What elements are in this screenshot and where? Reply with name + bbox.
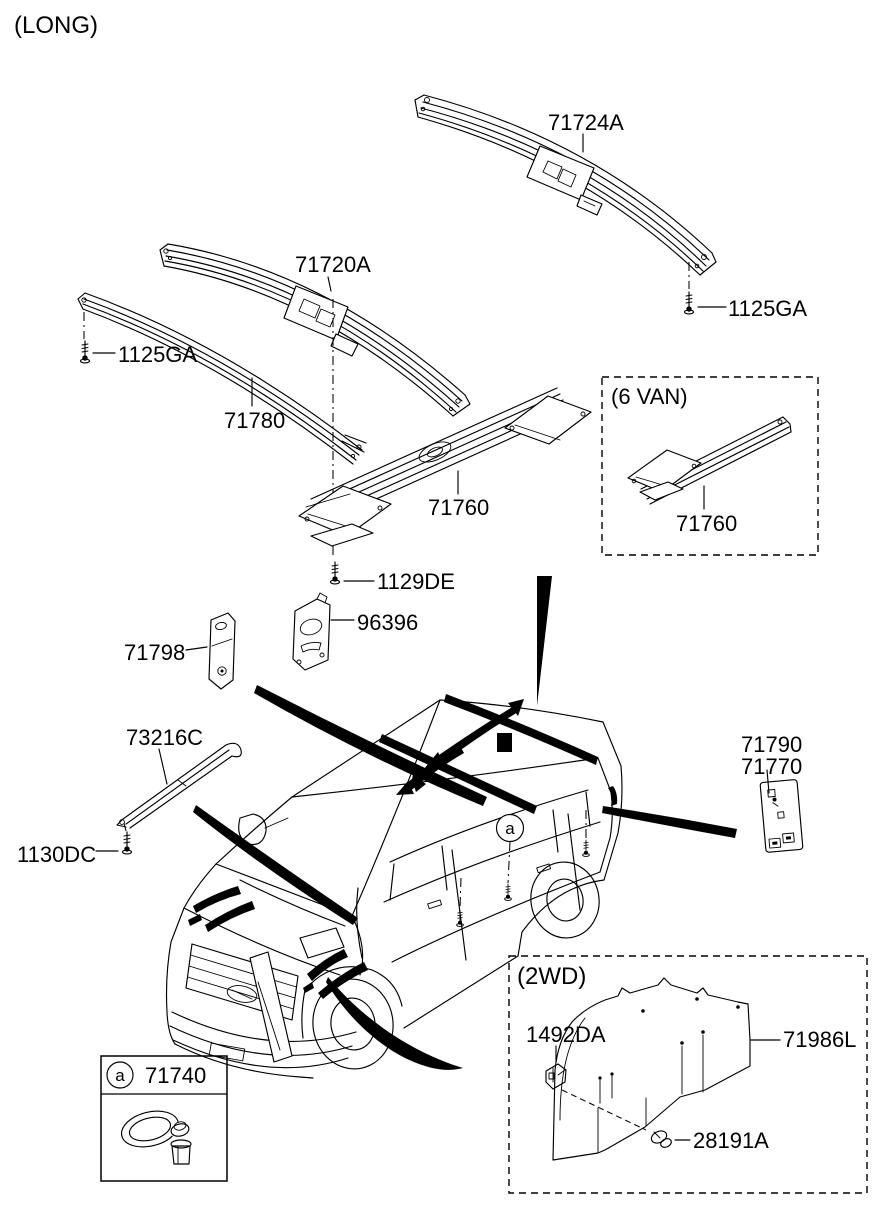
six-van-inset-title: (6 VAN) (611, 384, 688, 409)
variant-label: (LONG) (14, 12, 98, 39)
part-label-1125GA-right: 1125GA (728, 296, 807, 321)
two-wd-inset (508, 955, 868, 1194)
bolt-1130dc-glyph (121, 831, 133, 855)
plug-28191A-drawing (650, 1130, 672, 1148)
part-label-96396: 96396 (357, 610, 418, 635)
dash-line-1130DC (123, 822, 127, 832)
part-label-71790: 71790 (741, 732, 802, 757)
bolt-1129de-glyph (329, 561, 341, 585)
grommet-71740-drawing (120, 1110, 192, 1165)
part-label-1492DA: 1492DA (526, 1022, 606, 1047)
leader-71720A (327, 276, 332, 292)
callout-a-circle (495, 813, 525, 843)
part-label-71760-six-van: 71760 (676, 511, 737, 536)
two-wd-inset-box (508, 955, 868, 1194)
van-bolt-left-glyph (456, 909, 464, 927)
grommet-inset-a-circle (106, 1061, 134, 1089)
part-label-1125GA-left: 1125GA (118, 342, 197, 367)
dash-line-28191A (561, 1089, 647, 1131)
part-label-71770: 71770 (741, 754, 802, 779)
part-label-71760: 71760 (428, 495, 489, 520)
part-label-71740: 71740 (145, 1063, 206, 1088)
dash-line-van-bolt-left (459, 877, 462, 910)
floor-rail-71760-drawing (298, 387, 592, 547)
dash-line-callout-a (507, 841, 511, 884)
van-bolt-center-glyph (504, 883, 512, 901)
grommet-inset-a-letter: a (115, 1066, 125, 1085)
part-label-1130DC: 1130DC (17, 842, 96, 867)
plate-96396-drawing (292, 592, 331, 671)
part-label-1129DE: 1129DE (377, 569, 455, 594)
bolt-1125ga-right-glyph (683, 291, 695, 315)
callout-a-letter: a (505, 819, 515, 838)
part-label-71798: 71798 (124, 640, 185, 665)
grommet-inset-box (100, 1055, 228, 1182)
clip-1492DA-drawing (545, 1063, 567, 1090)
sealant-strips (188, 576, 737, 1070)
roof-rail-71720A-drawing (159, 243, 471, 417)
part-label-28191A: 28191A (693, 1128, 769, 1153)
rail-73216C-drawing (116, 742, 242, 829)
part-label-71720A: 71720A (295, 252, 371, 277)
leader-73216C (158, 748, 168, 785)
roof-rail-71724A-drawing (414, 94, 717, 276)
part-label-71986L: 71986L (783, 1027, 856, 1052)
bolt-1125ga-left-glyph (79, 340, 91, 364)
six-van-inset (601, 376, 819, 556)
wheel-guard-71986L-drawing (552, 977, 751, 1161)
two-wd-inset-title: (2WD) (517, 963, 586, 990)
roof-rail-71780-drawing (77, 292, 367, 465)
grommet-inset: a (100, 1055, 228, 1182)
part-label-73216C: 73216C (126, 725, 203, 750)
bracket-71798-drawing (208, 612, 236, 690)
part-label-71724A: 71724A (548, 110, 624, 135)
six-van-inset-box (601, 376, 819, 556)
six-van-rail-71760-drawing (627, 416, 792, 505)
part-label-71780: 71780 (224, 408, 285, 433)
leader-71798 (185, 646, 208, 651)
leader-71790-71770 (766, 769, 770, 794)
van-bolt-right-glyph (582, 839, 590, 857)
panel-71790-71770-drawing (759, 779, 804, 853)
